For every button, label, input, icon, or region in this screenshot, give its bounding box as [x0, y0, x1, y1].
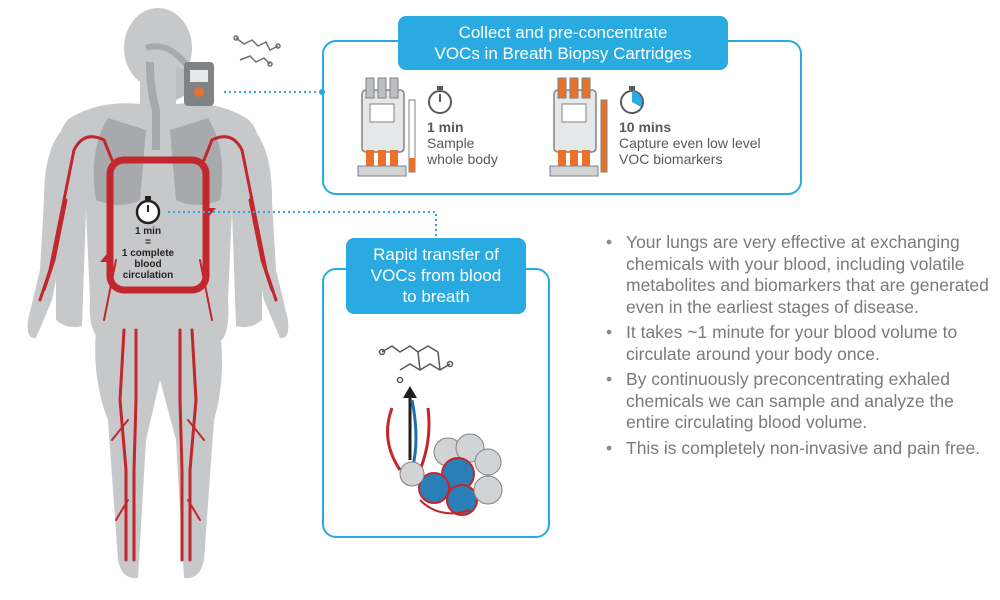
circulation-line-4: blood [134, 259, 162, 270]
collect-title-line-2: VOCs in Breath Biopsy Cartridges [434, 44, 692, 63]
timer-duration-10min: 10 mins [619, 119, 672, 135]
timer-line-3: Capture even low level [619, 135, 761, 151]
transfer-title-line-1: Rapid transfer of [373, 245, 499, 264]
blood-vessels [38, 135, 278, 562]
dotted-connectors [168, 91, 437, 238]
breath-sampler-device [176, 62, 214, 106]
transfer-title-line-2: VOCs from blood [370, 266, 502, 285]
bullet-item: Your lungs are very effective at exchang… [606, 232, 991, 318]
circulation-line-5: circulation [122, 270, 174, 281]
molecule-icon [233, 35, 281, 67]
timer-duration-1min: 1 min [427, 119, 464, 135]
info-bullets: Your lungs are very effective at exchang… [606, 232, 991, 463]
collect-panel-title: Collect and pre-concentrate VOCs in Brea… [398, 16, 728, 70]
circulation-line-1: 1 min [134, 226, 162, 237]
bullet-item: It takes ~1 minute for your blood volume… [606, 322, 991, 365]
transfer-title-line-3: to breath [402, 287, 470, 306]
timer-line-1: Sample [427, 135, 475, 151]
collect-title-line-1: Collect and pre-concentrate [458, 23, 668, 42]
timer-text-1min: 1 min Sample whole body [427, 119, 498, 167]
transfer-panel-title: Rapid transfer of VOCs from blood to bre… [346, 238, 526, 314]
circulation-line-3: 1 complete [121, 248, 175, 259]
bullet-item: This is completely non-invasive and pain… [606, 438, 991, 460]
timer-text-10min: 10 mins Capture even low level VOC bioma… [619, 119, 761, 167]
circulation-label: 1 min = 1 complete blood circulation [112, 226, 184, 281]
timer-line-4: VOC biomarkers [619, 151, 723, 167]
circulation-line-2: = [145, 237, 151, 248]
bullet-item: By continuously preconcentrating exhaled… [606, 369, 991, 434]
timer-line-2: whole body [427, 151, 498, 167]
stopwatch-icon [135, 196, 161, 225]
